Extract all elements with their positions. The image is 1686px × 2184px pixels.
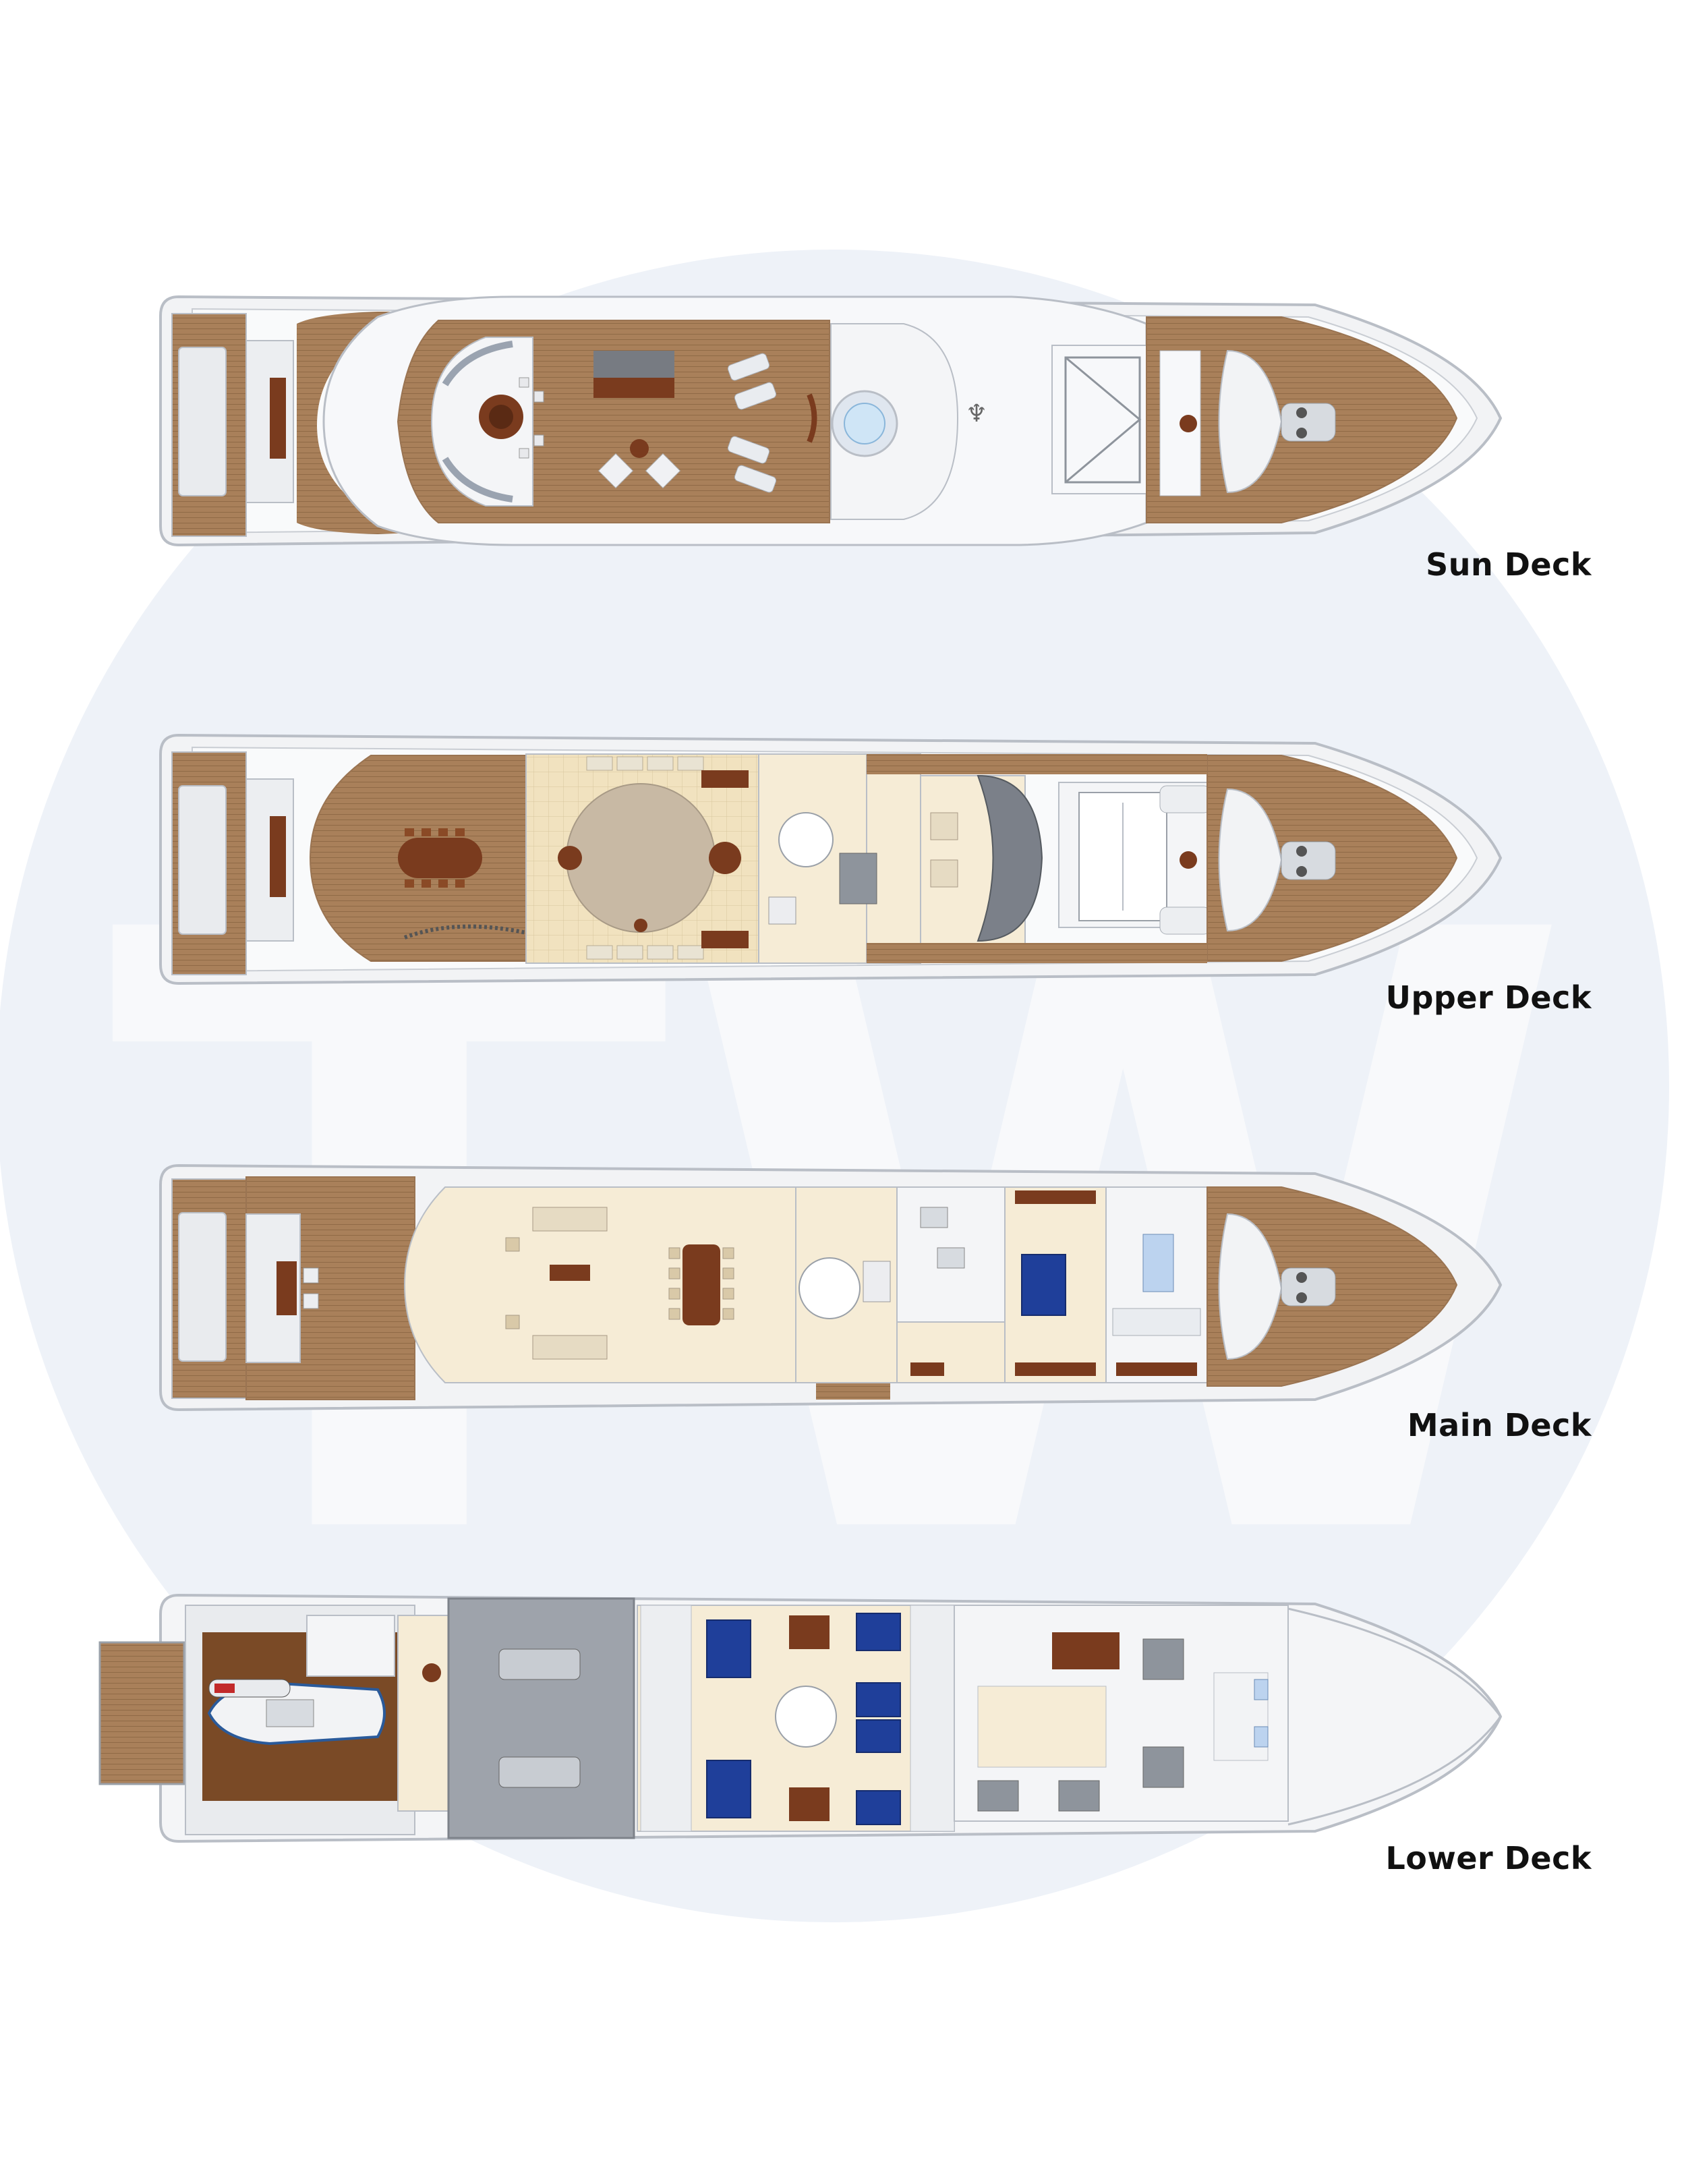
main-deck-plan (159, 1163, 1503, 1412)
svg-text:♆: ♆ (966, 400, 987, 428)
sun-deck-label: Sun Deck (1426, 546, 1592, 583)
upper-deck-plan (159, 733, 1503, 985)
lower-deck-plan (98, 1593, 1503, 1843)
main-deck-label: Main Deck (1407, 1407, 1592, 1443)
sun-deck-plan: ♆ (159, 295, 1503, 547)
upper-deck-label: Upper Deck (1385, 979, 1592, 1016)
lower-deck-label: Lower Deck (1385, 1840, 1592, 1876)
